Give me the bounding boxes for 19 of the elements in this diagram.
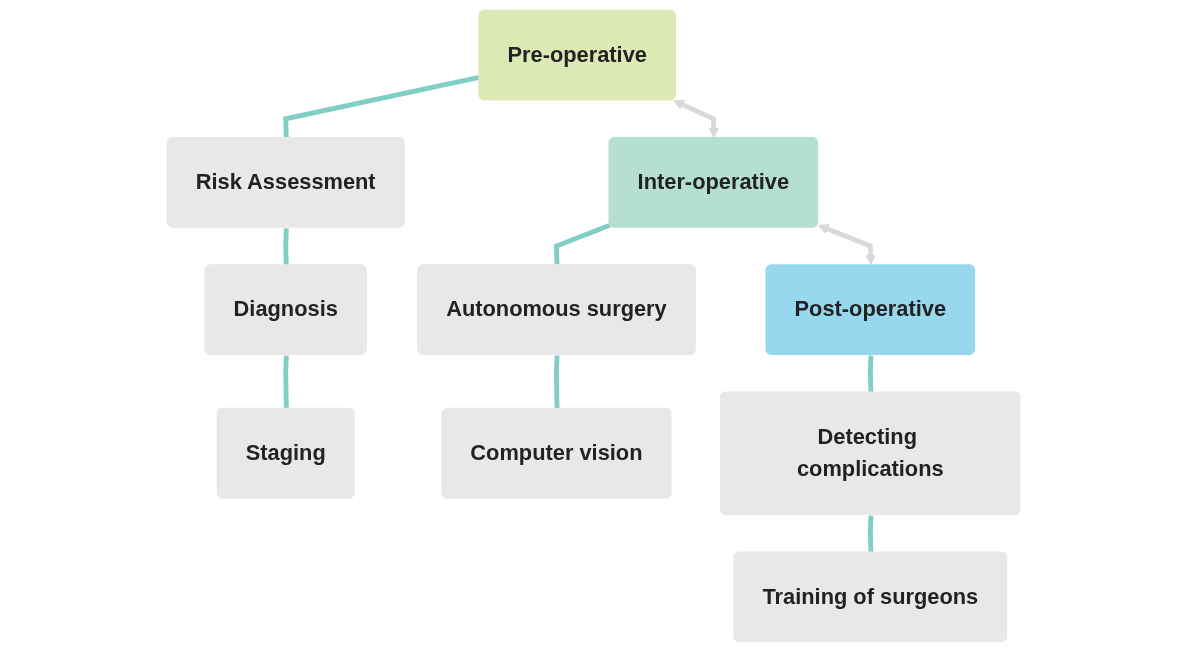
node-box: Staging xyxy=(217,407,356,499)
arrow xyxy=(673,99,720,139)
node-box: Computer vision xyxy=(441,407,672,499)
node-box: Diagnosis xyxy=(204,264,368,356)
connector xyxy=(868,355,874,393)
connector xyxy=(283,228,290,265)
connector xyxy=(554,355,560,409)
connector xyxy=(283,355,290,409)
node-box: Pre-operative xyxy=(478,9,677,101)
node-box: Detecting complications xyxy=(720,391,1021,516)
node-box: Autonomous surgery xyxy=(417,264,697,356)
connector xyxy=(868,515,874,553)
node-box: Risk Assessment xyxy=(167,136,406,228)
connector xyxy=(283,74,480,138)
node-box: Inter-operative xyxy=(608,136,819,228)
arrow xyxy=(818,224,877,266)
node-box: Post-operative xyxy=(765,264,976,356)
connector xyxy=(554,222,612,265)
node-box: Training of surgeons xyxy=(733,551,1008,643)
